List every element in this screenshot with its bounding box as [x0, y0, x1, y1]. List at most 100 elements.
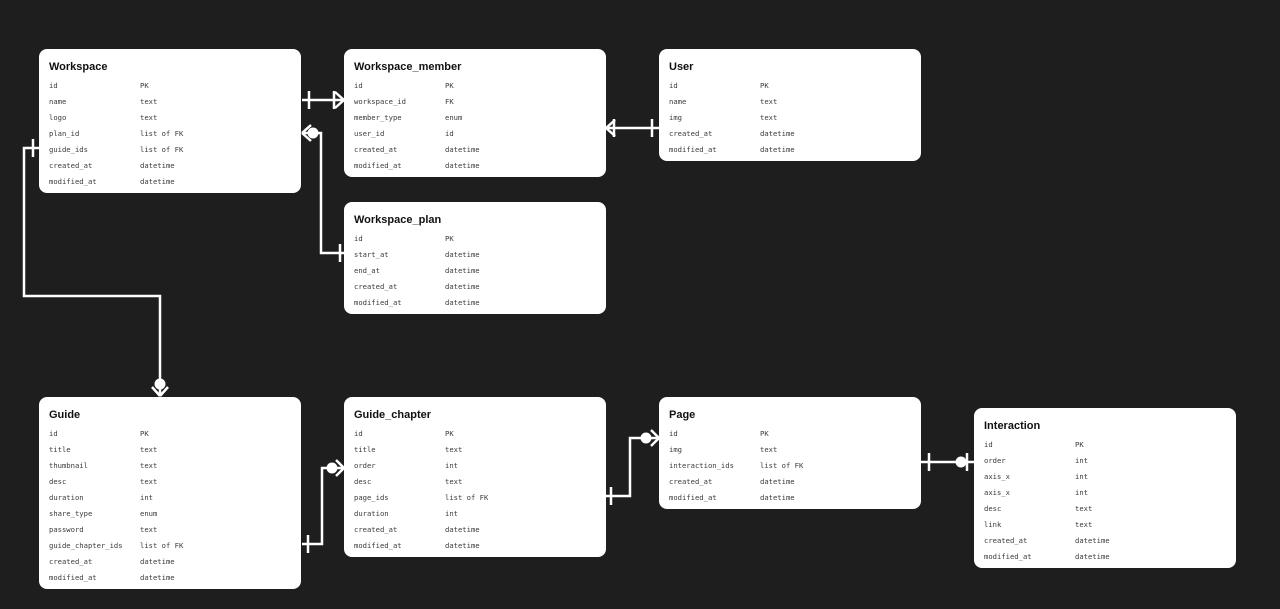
- attribute-type: text: [1075, 503, 1093, 513]
- attribute-type: datetime: [760, 492, 795, 502]
- attribute-type: text: [140, 524, 158, 534]
- attribute-type: text: [760, 444, 778, 454]
- attribute-name: password: [49, 524, 84, 534]
- attribute-type: PK: [445, 428, 454, 438]
- attribute-name: created_at: [984, 535, 1028, 545]
- attribute-type: list of FK: [140, 540, 184, 550]
- attribute-type: text: [140, 112, 158, 122]
- attribute-type: datetime: [445, 524, 480, 534]
- attribute-type: int: [445, 508, 458, 518]
- relationship-page-interaction: [921, 453, 974, 471]
- attribute-name: created_at: [354, 281, 398, 291]
- entity-title: Interaction: [984, 420, 1041, 432]
- attribute-name: id: [49, 428, 58, 438]
- entity-title: Workspace_member: [354, 61, 462, 73]
- attribute-name: duration: [354, 508, 389, 518]
- attribute-type: text: [140, 96, 158, 106]
- attribute-type: FK: [445, 96, 454, 106]
- relationship-guide-guide-chapter: [302, 459, 345, 553]
- attribute-name: created_at: [669, 476, 713, 486]
- attribute-type: int: [1075, 455, 1088, 465]
- attribute-row: created_at datetime: [984, 532, 1226, 548]
- attribute-type: int: [140, 492, 153, 502]
- entity-title: Guide_chapter: [354, 409, 432, 421]
- entity-title: User: [669, 61, 694, 73]
- attribute-type: text: [140, 460, 158, 470]
- attribute-row: modified_at datetime: [354, 537, 596, 553]
- attribute-name: created_at: [354, 524, 398, 534]
- attribute-name: created_at: [49, 160, 93, 170]
- attribute-type: datetime: [140, 556, 175, 566]
- attribute-name: id: [669, 428, 678, 438]
- entity-title: Guide: [49, 409, 81, 421]
- attribute-name: title: [354, 444, 376, 454]
- attribute-name: start_at: [354, 249, 389, 259]
- attribute-name: id: [669, 80, 678, 90]
- attribute-type: text: [760, 96, 778, 106]
- attribute-type: text: [760, 112, 778, 122]
- attribute-name: share_type: [49, 508, 93, 518]
- attribute-type: list of FK: [445, 492, 489, 502]
- attribute-name: link: [984, 519, 1002, 529]
- attribute-name: interaction_ids: [669, 460, 734, 470]
- attribute-name: modified_at: [354, 540, 402, 550]
- attribute-type: datetime: [445, 540, 480, 550]
- attribute-type: int: [445, 460, 458, 470]
- attribute-name: modified_at: [669, 492, 717, 502]
- attribute-name: id: [354, 80, 363, 90]
- attribute-type: enum: [140, 508, 158, 518]
- attribute-name: created_at: [49, 556, 93, 566]
- attribute-name: guide_ids: [49, 144, 88, 154]
- relationship-workspace-guide: [22, 139, 169, 397]
- attribute-type: datetime: [445, 249, 480, 259]
- attribute-type: int: [1075, 471, 1088, 481]
- relationship-guide-chapter-page: [606, 429, 660, 505]
- attribute-type: datetime: [1075, 535, 1110, 545]
- attribute-name: modified_at: [669, 144, 717, 154]
- attribute-name: img: [669, 444, 682, 454]
- attribute-type: PK: [760, 80, 769, 90]
- attribute-type: text: [445, 476, 463, 486]
- attribute-type: datetime: [445, 265, 480, 275]
- attribute-row: img text: [669, 441, 911, 457]
